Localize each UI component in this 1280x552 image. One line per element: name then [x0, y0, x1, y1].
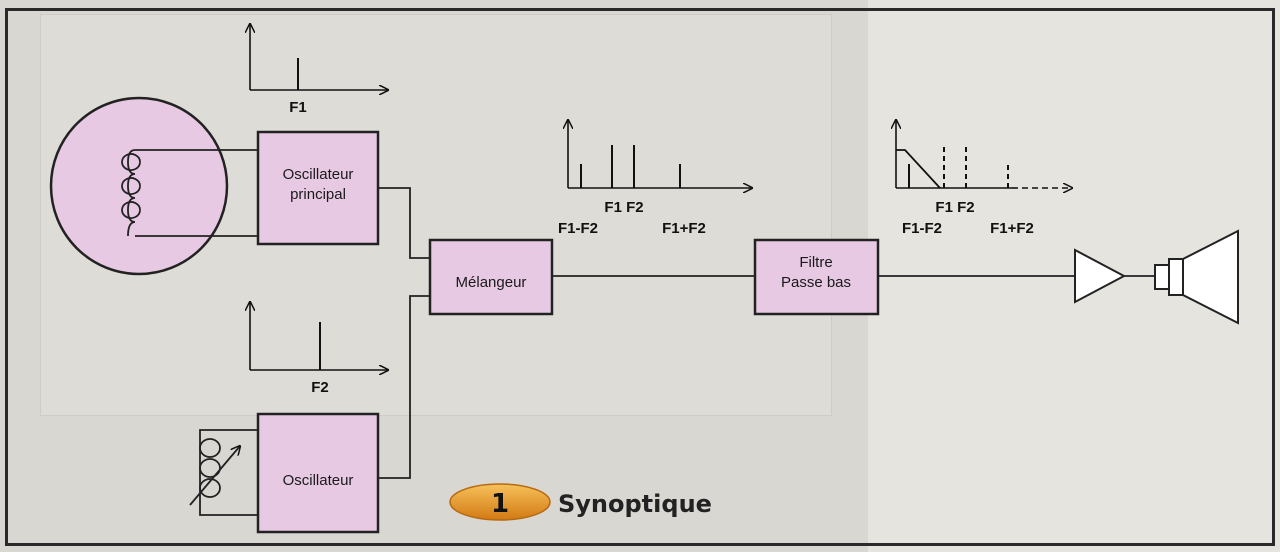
figure-border [5, 8, 1275, 546]
